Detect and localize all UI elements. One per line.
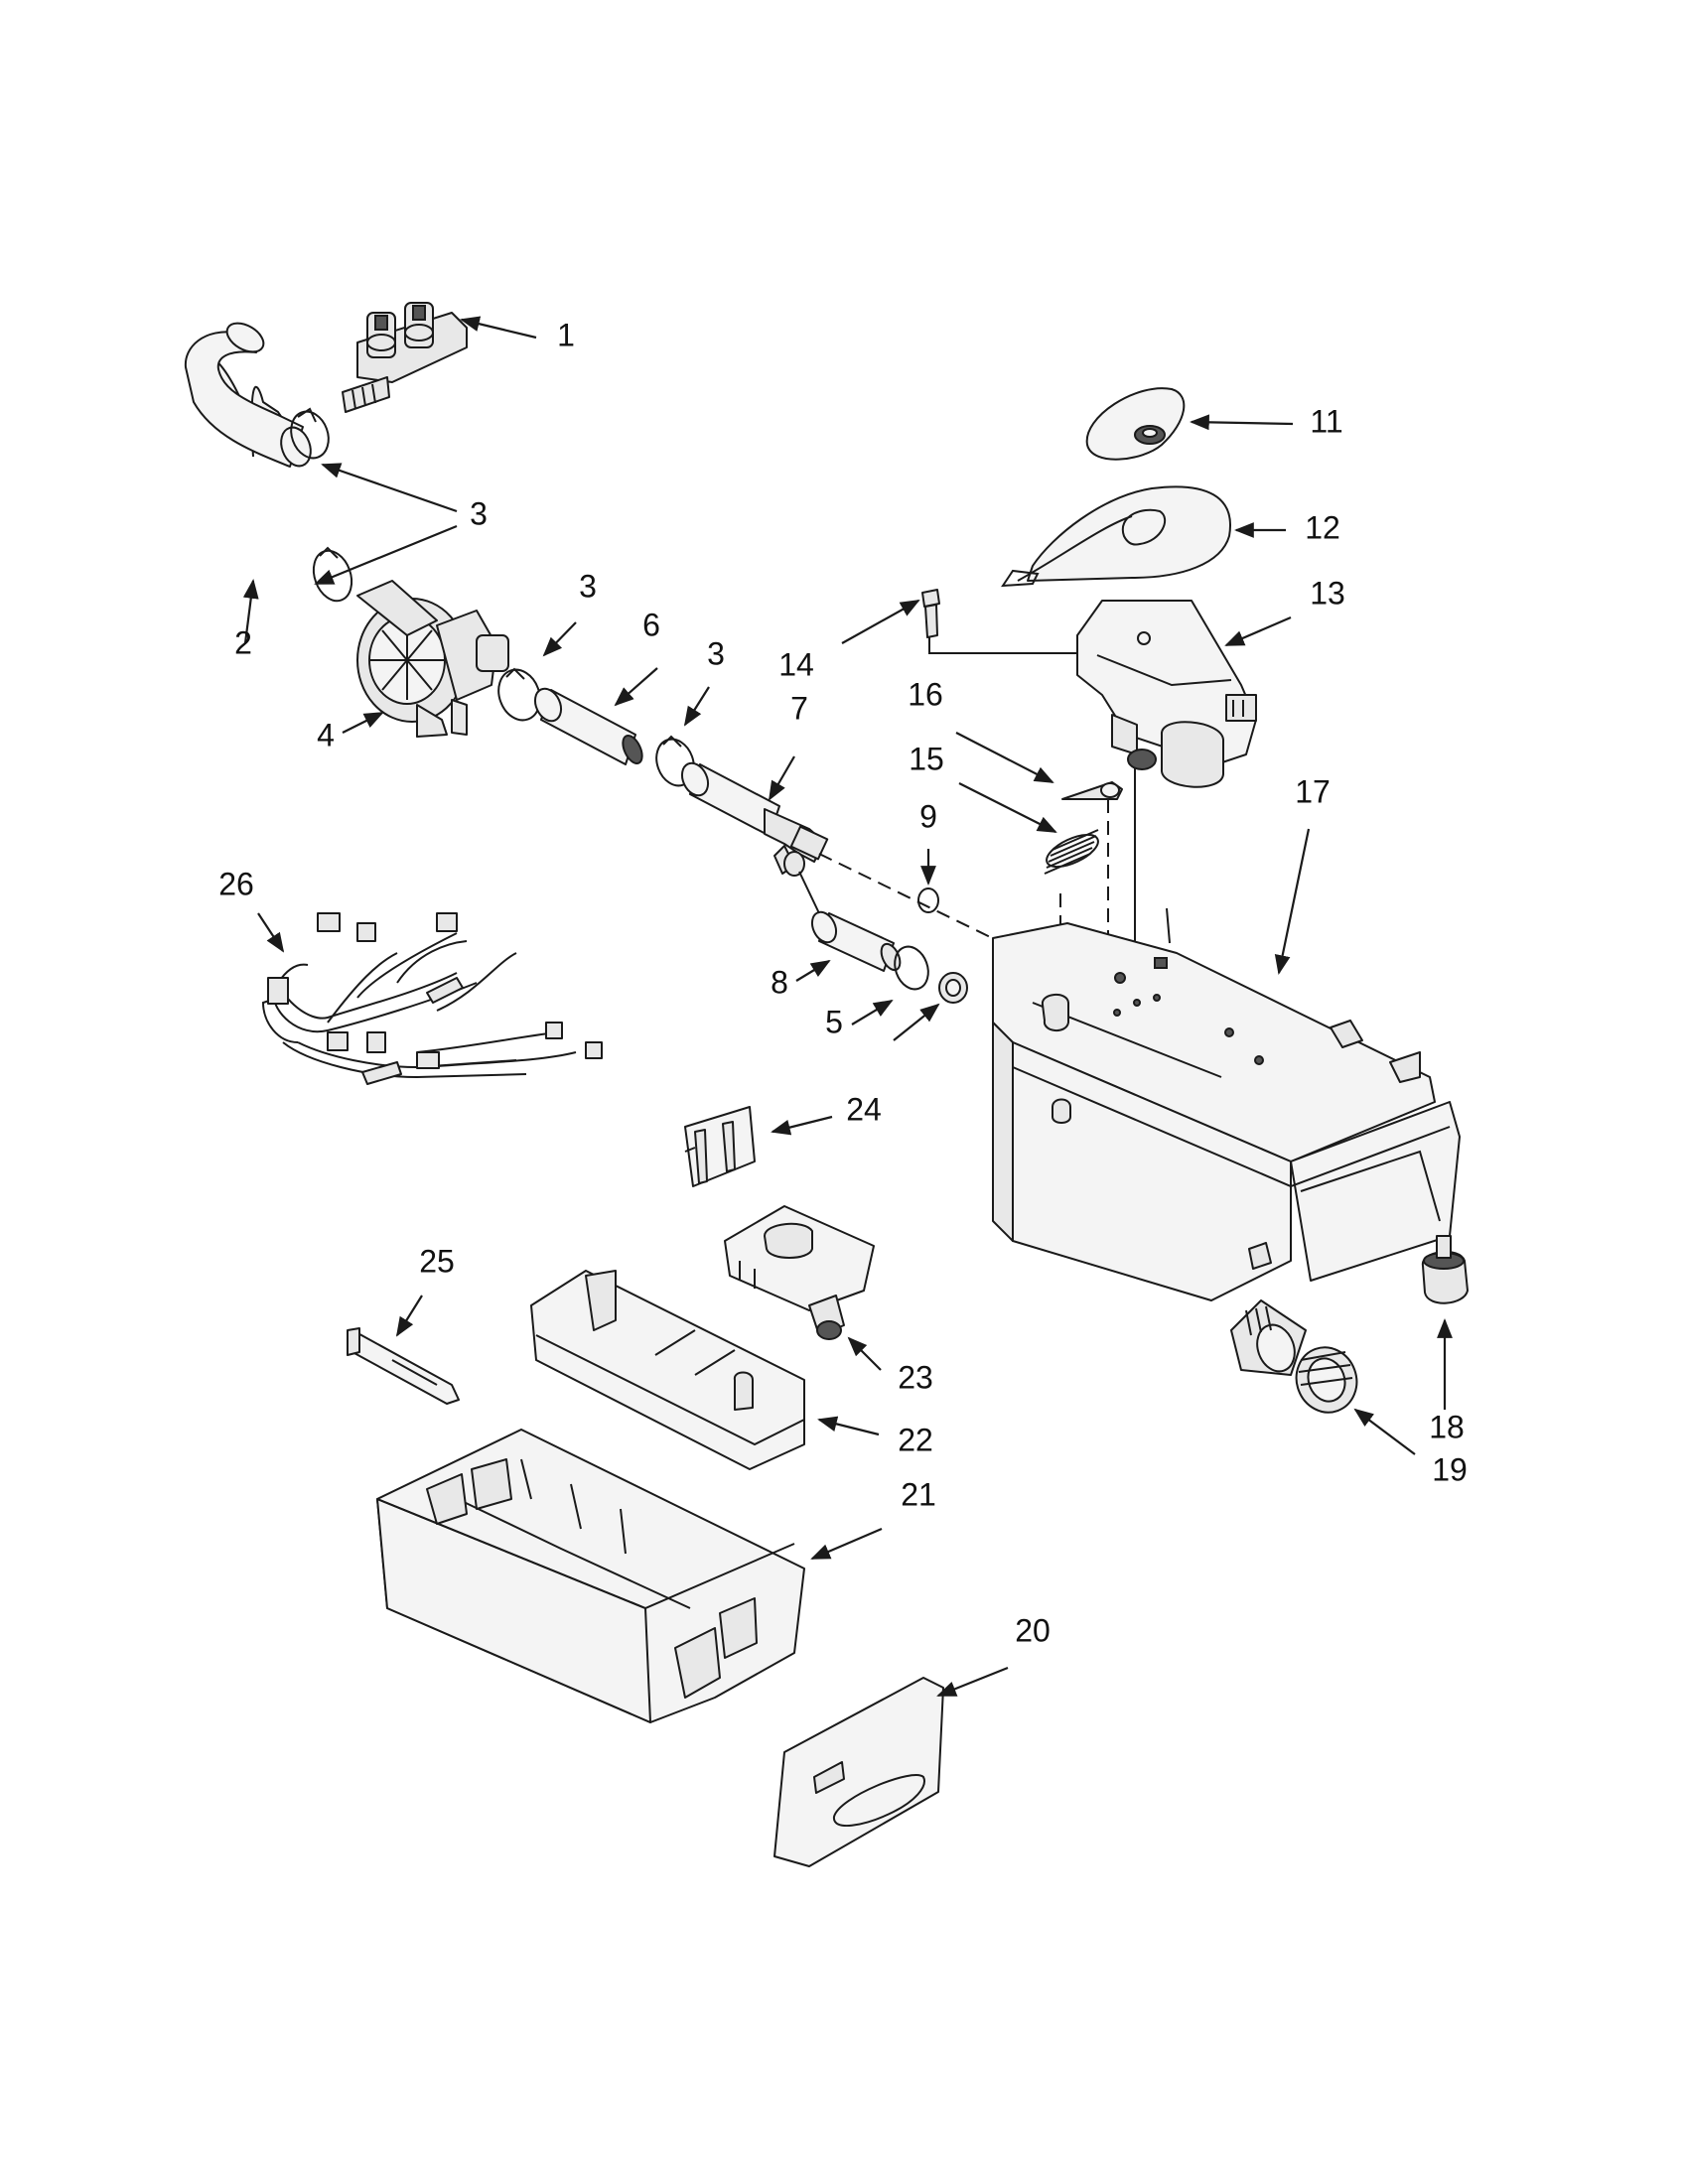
siphon-box-part — [724, 1205, 875, 1340]
drawer-face-part — [773, 1677, 944, 1867]
callout-label: 7 — [790, 690, 808, 726]
siphon-bracket-part — [1076, 600, 1257, 788]
siphon-cover-part — [1001, 485, 1231, 588]
callout-label: 3 — [470, 495, 488, 531]
outlet-part — [1230, 1299, 1307, 1376]
callout-label: 13 — [1310, 575, 1345, 611]
callout-label: 3 — [707, 635, 725, 671]
dispenser-drawer-part — [376, 1429, 805, 1723]
callout-label: 24 — [846, 1091, 882, 1127]
assembly-line — [818, 853, 1014, 949]
callout-label: 18 — [1429, 1409, 1465, 1444]
y-hose-part — [680, 761, 829, 877]
o-ring-part — [917, 887, 939, 913]
callout-label: 3 — [579, 568, 597, 604]
assembly-line — [928, 635, 1077, 654]
inlet-valve-part — [342, 302, 468, 413]
assembly-line — [798, 871, 820, 914]
callout-label: 11 — [1310, 403, 1342, 439]
hose-clamp-part — [290, 407, 330, 460]
hose-clamp-part — [655, 735, 695, 787]
hose-clamp-part — [497, 667, 541, 722]
callout-label: 23 — [898, 1359, 933, 1395]
callout-label: 25 — [419, 1243, 455, 1279]
dispenser-cap-part — [1085, 387, 1186, 461]
callout-label: 26 — [218, 866, 254, 901]
callout-label: 9 — [919, 798, 937, 834]
dispenser-housing-part — [992, 907, 1461, 1301]
callouts: 1 2 3 3 3 4 5 6 7 8 9 11 12 13 14 15 16 … — [218, 316, 1468, 1698]
callout-label: 16 — [908, 676, 943, 712]
detergent-tray-part — [530, 1270, 805, 1470]
callout-label: 2 — [234, 624, 252, 660]
screw-part — [921, 589, 940, 638]
connector-part — [1295, 1346, 1358, 1414]
grommet-part — [938, 972, 968, 1004]
clamp-part — [894, 945, 929, 991]
callout-label: 22 — [898, 1422, 933, 1457]
spring-part — [1044, 829, 1099, 875]
lever-part — [1061, 781, 1123, 800]
wire-harness-part — [261, 912, 603, 1085]
callout-label: 19 — [1432, 1451, 1468, 1487]
drain-pump-part — [356, 580, 509, 738]
callout-label: 5 — [825, 1004, 843, 1039]
small-hose-part — [810, 910, 902, 972]
callout-label: 20 — [1015, 1612, 1051, 1648]
fitting-part — [1421, 1235, 1469, 1304]
callout-label: 15 — [909, 741, 944, 776]
callout-label: 17 — [1295, 773, 1331, 809]
clip-part — [347, 1327, 460, 1405]
siphon-cap-part — [684, 1106, 756, 1187]
callout-label: 1 — [557, 317, 575, 352]
callout-label: 6 — [642, 607, 660, 642]
inlet-hose-part — [184, 322, 312, 468]
callout-label: 4 — [317, 717, 335, 752]
callout-label: 14 — [778, 646, 814, 682]
pump-hose-part — [533, 687, 643, 765]
callout-label: 21 — [901, 1476, 936, 1512]
callout-label: 12 — [1305, 509, 1340, 545]
callout-label: 8 — [771, 964, 788, 1000]
